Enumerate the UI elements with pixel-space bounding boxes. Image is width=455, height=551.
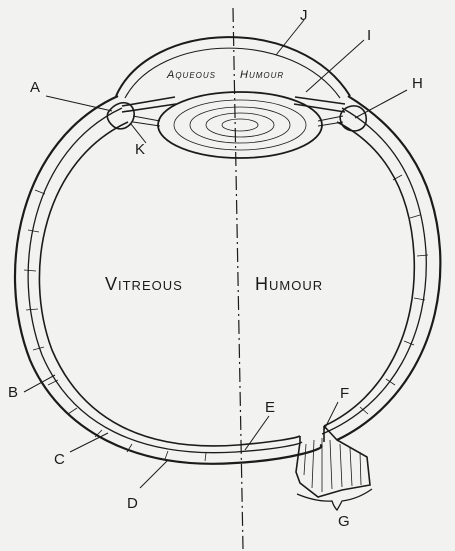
vitreous-label: Vitreous — [105, 275, 183, 293]
cornea — [116, 37, 350, 96]
lens — [158, 92, 322, 158]
label-k: K — [135, 142, 145, 157]
label-i: I — [367, 28, 371, 43]
leader-c — [70, 433, 108, 452]
optic-nerve — [296, 426, 370, 497]
lens-fibre-4 — [222, 119, 258, 131]
suspensory-ligaments — [133, 116, 343, 126]
optic-nerve-fibres — [304, 438, 361, 492]
leader-d — [140, 460, 168, 488]
label-e: E — [265, 400, 275, 415]
label-j: J — [300, 8, 308, 23]
aqueous-humour-label: Humour — [240, 70, 284, 81]
lens-fibre-3 — [206, 113, 274, 137]
leader-i — [306, 40, 364, 92]
leader-e — [245, 416, 269, 450]
label-a: A — [30, 80, 40, 95]
retina-layer — [39, 122, 414, 446]
leader-f — [324, 402, 338, 430]
aqueous-label: Aqueous — [167, 70, 216, 81]
lens-fibre-2 — [190, 107, 290, 143]
choroid-layer — [28, 108, 426, 453]
label-g: G — [338, 514, 350, 529]
wall-hatching — [24, 175, 428, 461]
label-h: H — [412, 76, 423, 91]
label-d: D — [127, 496, 138, 511]
iris-right — [294, 97, 345, 112]
ciliary-body-right — [340, 106, 366, 131]
vitreous-humour-label: Humour — [255, 275, 323, 293]
label-c: C — [54, 452, 65, 467]
leader-j — [276, 20, 304, 55]
lens-fibre-1 — [174, 100, 306, 150]
label-f: F — [340, 386, 349, 401]
optic-axis — [233, 8, 243, 549]
label-b: B — [8, 385, 18, 400]
leader-h — [355, 90, 407, 118]
